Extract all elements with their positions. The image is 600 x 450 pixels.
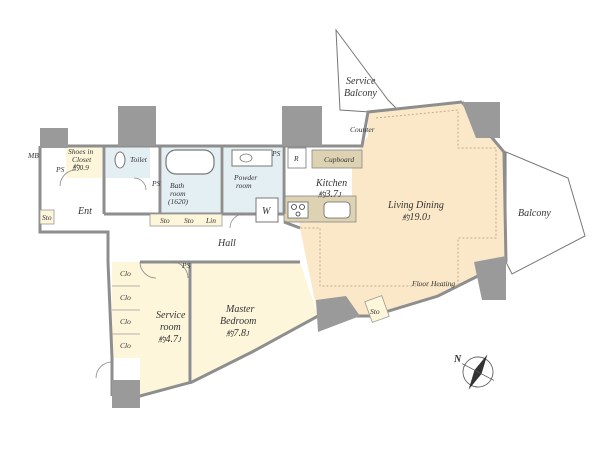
refrigerator-label: R [293,154,299,163]
storage-row [149,213,223,227]
toilet-bowl [114,151,126,169]
bathroom-label-2: room [170,189,186,198]
toilet-area [106,146,150,178]
pipe-space-label-3: PS [271,149,281,158]
master-bedroom-area [192,262,318,382]
cupboard-label: Cupboard [324,155,354,164]
closet-label-4: Clo [120,341,131,350]
counter-label: Counter [350,125,375,134]
entrance-label: Ent [77,206,92,217]
master-bedroom-label-2: Bedroom [220,316,256,327]
living-dining-area-label: 約19.0J [402,212,431,223]
refrigerator [287,147,307,169]
sink-basin [239,153,253,163]
master-bedroom-area-label: 約7.8J [226,328,250,339]
master-bedroom-label-1: Master [225,304,254,315]
shoes-closet-area-label: 約0.9 [72,163,89,172]
storage-label-2: Sto [184,216,194,225]
storage-label-living: Sto [370,307,380,316]
floor-heating-outline [298,109,497,287]
balcony-label: Balcony [518,208,551,219]
service-balcony-label-1: Service [346,76,376,87]
hall-label: Hall [217,238,236,249]
living-dining-label: Living Dining [387,200,444,211]
floor-heating-label: Floor Heating [411,279,455,288]
closet-label-1: Clo [120,269,131,278]
bathtub [165,149,215,175]
toilet-label: Toilet [130,155,148,164]
cupboard [311,149,363,169]
kitchen-label: Kitchen [315,178,347,189]
meter-box-label: MB [27,151,39,160]
service-balcony-label-2: Balcony [344,88,377,99]
door-swings [59,169,245,379]
service-room-label-2: room [160,322,181,333]
shoes-closet-area [66,146,102,178]
service-balcony-area [335,28,402,113]
storage-entrance [39,209,55,225]
pipe-space-label-1: PS [55,165,65,174]
storage-living [364,295,390,323]
washer [255,197,279,223]
bathroom-size-label: (1620) [168,197,188,206]
kitchen-area-label: 約3.7J [318,189,342,200]
compass-north-label: N [453,354,462,365]
hall-area [108,228,300,262]
pipe-space-label-2: PS [151,179,161,188]
washer-label: W [262,206,272,217]
living-dining-area [296,102,506,316]
service-room-area-label: 約4.7J [158,334,182,345]
compass-axis [461,363,495,381]
linen-label: Lin [205,216,216,225]
powder-room-label-2: room [236,181,252,190]
burner-icon [295,211,301,217]
burner-icon [299,204,305,210]
powder-room-label-1: Powder [233,173,257,182]
bathroom-label-1: Bath [170,181,184,190]
service-room-label-1: Service [156,310,186,321]
service-room-area [140,262,190,396]
burner-icon [291,204,297,210]
closet-label-2: Clo [120,293,131,302]
kitchen-sink [323,201,351,219]
closet-label-3: Clo [120,317,131,326]
shoes-closet-label-2: Closet [72,155,92,164]
columns [40,102,506,408]
compass [461,354,495,390]
storage-label-1: Sto [160,216,170,225]
stove [287,201,309,219]
shoes-closet-label-1: Shoes in [68,147,93,156]
storage-label-entrance: Sto [42,213,52,222]
pipe-space-label-4: PS [181,261,191,270]
closet-partitions [112,285,140,335]
